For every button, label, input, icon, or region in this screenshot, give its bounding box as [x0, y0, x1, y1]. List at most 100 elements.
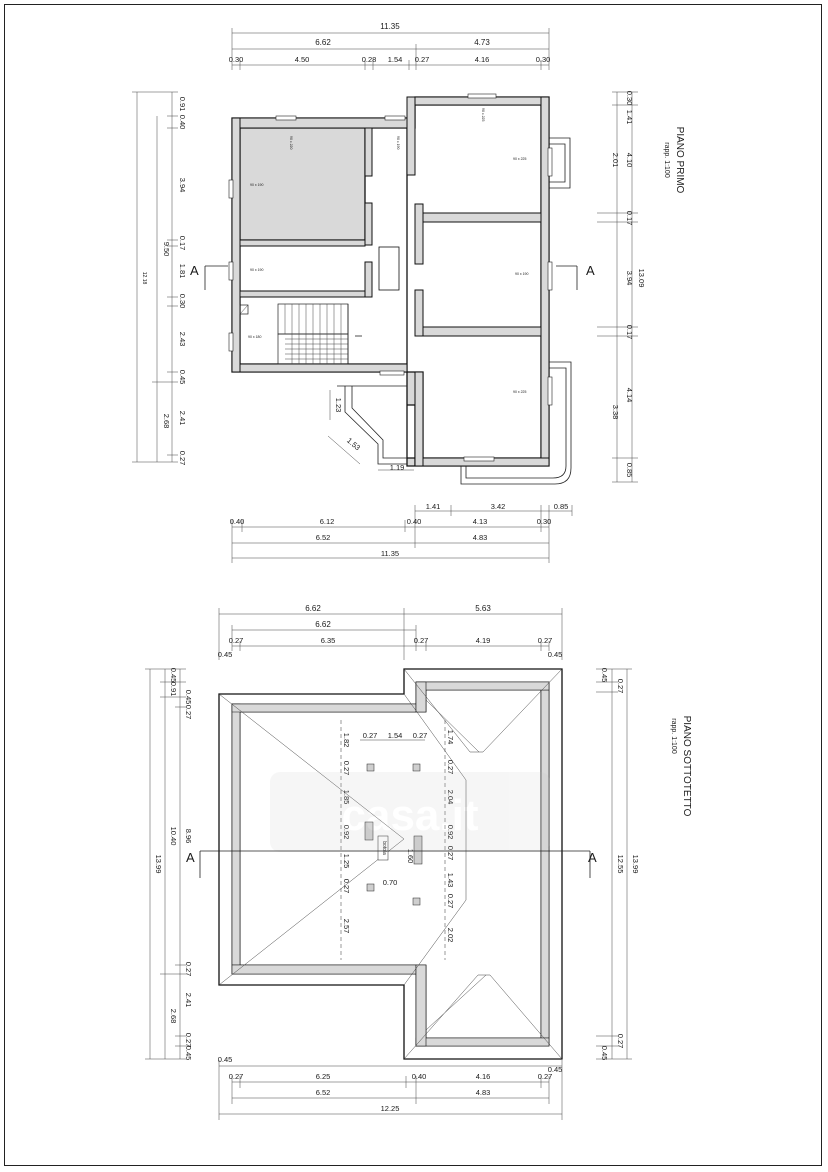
dim-right-detail-7: 4.14 [625, 388, 634, 403]
dim-s-left-inner-6: 0.27 [184, 1033, 193, 1048]
dim-top-total: 11.35 [380, 22, 400, 31]
section-mark-left-sottotetto: A [186, 850, 195, 865]
dim-s-bottom-detail-5: 0.27 [538, 1072, 553, 1081]
dim-s-top-total: 6.62 [315, 620, 331, 629]
int-dim-12: 0.27 [446, 760, 455, 775]
dim-right-total: 13.09 [637, 269, 646, 288]
watermark-text: casa.it [342, 791, 479, 840]
dim-s-right-outer-1: 0.45 [600, 668, 609, 683]
dim-s-top-over-1: 6.62 [305, 604, 321, 613]
plan-title-sottotetto: PIANO SOTTOTETTO [681, 716, 692, 817]
section-mark-left-primo: A [190, 263, 199, 278]
right-dimensions-sottotetto: 0.45 0.27 12.55 0.27 0.45 13.99 [596, 668, 640, 1061]
right-dimensions: 0.30 1.41 4.10 0.17 3.94 0.17 4.14 0.85 … [597, 91, 646, 483]
dim-left-partial-1: 9.50 [162, 242, 171, 257]
bottom-dimensions-sottotetto: 0.45 0.45 0.27 6.25 0.40 4.16 0.27 6.52 … [218, 1055, 562, 1120]
int-dim-17: 0.27 [446, 894, 455, 909]
dim-bottom-detail-1: 0.40 [230, 517, 245, 526]
dim-top-detail-3: 0.28 [362, 55, 377, 64]
dim-bottom-total-primo: 11.35 [381, 549, 399, 558]
dim-s-right-outer-3: 12.55 [616, 855, 625, 874]
dim-left-total: 12.18 [141, 272, 147, 285]
section-line-sottotetto: A A [186, 850, 597, 878]
dim-bottom-partial-2: 4.83 [473, 533, 488, 542]
dim-top-detail-5: 0.27 [415, 55, 430, 64]
int-dim-1: 0.27 [363, 731, 378, 740]
int-dim-18: 2.02 [446, 928, 455, 943]
dim-bottom-extra-2: 3.42 [491, 502, 506, 511]
section-mark-right-primo: A [586, 263, 595, 278]
dim-right-partial-2: 3.38 [611, 405, 620, 420]
dim-s-top-offset-2: 0.45 [548, 650, 563, 659]
plan-piano-primo: 11.35 6.62 4.73 0.30 4.50 0.28 1.54 0.27… [132, 22, 685, 563]
int-dim-11: 1.74 [446, 730, 455, 745]
bottom-dimensions-primo: 1.41 3.42 0.85 0.40 6.12 0.40 4.13 0.30 … [230, 502, 573, 563]
windows-primo: 90 x 190 90 x 190 90 x 180 90 x 225 90 x… [228, 93, 553, 462]
dim-top-partial-1: 6.62 [315, 38, 331, 47]
dim-s-right-outer-2: 0.27 [616, 679, 625, 694]
dim-right-detail-6: 0.17 [625, 325, 634, 340]
int-dim-15: 0.27 [446, 846, 455, 861]
staircase-primo [239, 303, 362, 365]
bay-dimensions: 1.23 1.53 1.19 [327, 390, 414, 472]
watermark: casa.it [270, 772, 550, 852]
window-label-5: 90 x 190 [515, 272, 528, 276]
dim-top-detail-4: 1.54 [388, 55, 403, 64]
dim-right-detail-8: 0.85 [625, 463, 634, 478]
dim-s-bottom-partial-2: 4.83 [476, 1088, 491, 1097]
int-dim-2: 1.54 [388, 731, 403, 740]
dim-right-detail-5: 3.94 [625, 271, 634, 286]
int-dim-16: 1.43 [446, 873, 455, 888]
partitions-primo [231, 96, 550, 467]
dim-left-detail-2: 0.40 [178, 115, 187, 130]
dim-s-bottom-partial-1: 6.52 [316, 1088, 331, 1097]
int-dim-14: 0.92 [446, 825, 455, 840]
int-dim-6: 1.85 [342, 790, 351, 805]
int-dim-13: 2.04 [446, 790, 455, 805]
dim-s-left-inner-2: 0.27 [184, 705, 193, 720]
dim-left-detail-10: 0.27 [178, 451, 187, 466]
dim-bottom-extra-3: 0.85 [554, 502, 569, 511]
dim-s-bottom-detail-4: 4.16 [476, 1072, 491, 1081]
window-label-1: 90 x 190 [250, 183, 263, 187]
section-marks-primo: A A [190, 263, 595, 290]
dim-right-detail-1: 0.30 [625, 91, 634, 106]
dim-s-right-outer-5: 0.45 [600, 1046, 609, 1061]
dim-s-left-outer-3: 10.40 [169, 827, 178, 846]
int-dim-8: 1.25 [342, 854, 351, 869]
int-dim-3: 0.27 [413, 731, 428, 740]
int-dim-19: 1.60 [406, 849, 415, 864]
dim-bay-1: 1.23 [334, 398, 343, 413]
window-label-2: 90 x 190 [250, 268, 263, 272]
dim-s-top-detail-5: 0.27 [538, 636, 553, 645]
section-mark-right-sottotetto: A [588, 850, 597, 865]
dim-bottom-detail-4: 4.13 [473, 517, 488, 526]
dim-left-detail-8: 0.45 [178, 370, 187, 385]
dim-right-detail-2: 1.41 [625, 110, 634, 125]
dim-bay-2: 1.53 [345, 436, 362, 452]
dim-top-detail-1: 0.30 [229, 55, 244, 64]
dim-s-left-outer-4: 2.68 [169, 1009, 178, 1024]
dim-bottom-detail-5: 0.30 [537, 517, 552, 526]
dim-s-left-outer-1: 0.45 [169, 668, 178, 683]
roof-outline [218, 668, 563, 1060]
dim-left-detail-7: 2.43 [178, 332, 187, 347]
int-dim-5: 0.27 [342, 761, 351, 776]
dim-left-partial-2: 2.68 [162, 414, 171, 429]
dim-s-top-offset-1: 0.45 [218, 650, 233, 659]
plan-title-primo: PIANO PRIMO [674, 127, 685, 194]
plan-scale-primo: rapp. 1:100 [663, 142, 670, 178]
dim-bottom-detail-3: 0.40 [407, 517, 422, 526]
window-label-9: 90 x 225 [481, 108, 485, 121]
dim-s-bottom-detail-2: 6.25 [316, 1072, 331, 1081]
dim-s-bottom-offset-1: 0.45 [218, 1055, 233, 1064]
top-dimensions: 11.35 6.62 4.73 0.30 4.50 0.28 1.54 0.27… [229, 22, 550, 70]
dim-s-bottom-total: 12.25 [381, 1104, 400, 1113]
left-dimensions: 0.91 0.40 3.94 0.17 1.81 0.30 2.43 0.45 … [132, 91, 187, 466]
dim-s-left-inner-3: 8.96 [184, 829, 193, 844]
dim-left-detail-6: 0.30 [178, 294, 187, 309]
dim-bottom-partial-1: 6.52 [316, 533, 331, 542]
dim-bay-3: 1.19 [390, 463, 405, 472]
